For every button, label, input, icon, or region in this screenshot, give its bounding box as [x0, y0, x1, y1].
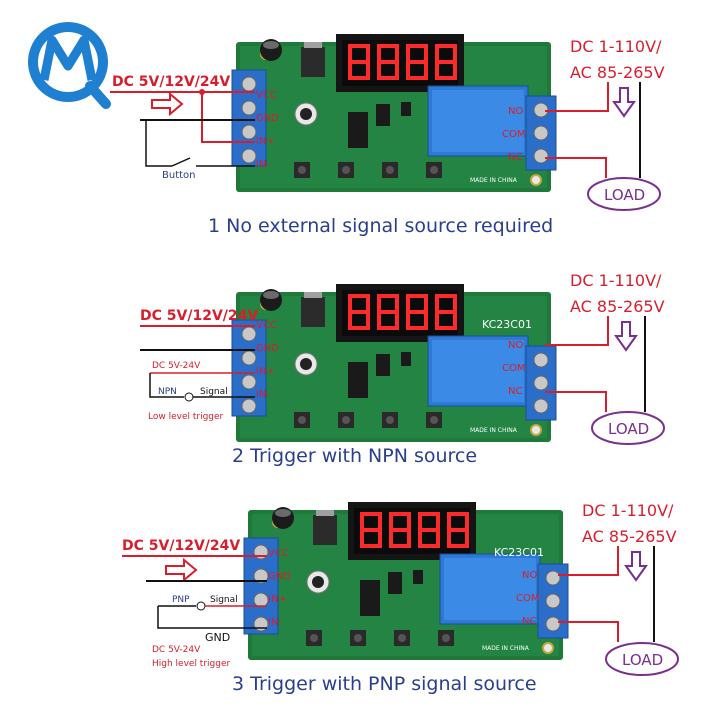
pin-no-label: NO: [522, 570, 537, 581]
down-arrow-icon: [614, 321, 638, 352]
trigger-note: High level trigger: [152, 659, 231, 669]
caption-2: 2 Trigger with NPN source: [232, 445, 477, 467]
board-model: KC23C01: [494, 546, 544, 559]
supply-line1: DC 1-110V/: [570, 37, 662, 56]
load-ellipse: [591, 411, 665, 445]
power-label: DC 5V/12V/24V: [122, 538, 240, 554]
pin-nc-label: NC: [508, 386, 522, 397]
board-brand: eletechsup: [432, 442, 492, 455]
power-arrow-icon: [165, 557, 198, 583]
panel-3: eletechsup MADE IN CHINA KC23C01 VCC GND…: [122, 500, 679, 695]
supply-note: DC 5V-24V: [152, 361, 201, 371]
pnp-source-icon: [196, 601, 206, 611]
load-label: LOAD: [608, 420, 649, 438]
signal-label: Signal: [200, 387, 228, 397]
pin-gnd-label: GND: [256, 343, 279, 354]
load-label: LOAD: [622, 651, 663, 669]
pin-no-label: NO: [508, 106, 523, 117]
supply-line2: AC 85-265V: [582, 527, 677, 546]
supply-line1: DC 1-110V/: [570, 271, 662, 290]
pin-in-minus-label: IN-: [256, 159, 270, 170]
pin-no-label: NO: [508, 340, 523, 351]
board-brand: eletechsup: [444, 660, 504, 673]
relay-board: [242, 500, 570, 662]
power-label: DC 5V/12V/24V: [140, 308, 258, 324]
source-type: NPN: [158, 387, 177, 397]
pin-in-minus-label: IN-: [268, 617, 282, 628]
supply-note: DC 5V-24V: [152, 645, 201, 655]
pin-in-plus-label: IN+: [268, 594, 287, 605]
down-arrow-icon: [624, 551, 648, 582]
power-arrow-icon: [151, 91, 184, 117]
pin-com-label: COM: [516, 593, 539, 604]
board-brand: eletechsup: [432, 192, 492, 205]
trigger-note: Low level trigger: [148, 412, 224, 422]
supply-line2: AC 85-265V: [570, 297, 665, 316]
pin-com-label: COM: [502, 363, 525, 374]
pin-in-plus-label: IN+: [256, 136, 275, 147]
load-label: LOAD: [604, 186, 645, 204]
pin-in-minus-label: IN-: [256, 389, 270, 400]
caption-1: 1 No external signal source required: [208, 215, 553, 237]
pin-vcc-label: VCC: [268, 548, 289, 559]
pin-vcc-label: VCC: [256, 320, 277, 331]
signal-label: Signal: [210, 595, 238, 605]
pin-nc-label: NC: [508, 152, 522, 163]
pin-gnd-label: GND: [268, 571, 291, 582]
mq-logo-icon: [28, 22, 111, 109]
board-made-in: MADE IN CHINA: [482, 645, 530, 652]
pin-gnd-label: GND: [256, 113, 279, 124]
panel-1: eletechsup MADE IN CHINA VCC GND IN+ IN-…: [110, 32, 665, 237]
pin-com-label: COM: [502, 129, 525, 140]
supply-line2: AC 85-265V: [570, 63, 665, 82]
pin-vcc-label: VCC: [256, 90, 277, 101]
board-model: KC23C01: [482, 318, 532, 331]
down-arrow-icon: [612, 87, 636, 118]
board-made-in: MADE IN CHINA: [470, 177, 518, 184]
pin-in-plus-label: IN+: [256, 366, 275, 377]
board-made-in: MADE IN CHINA: [470, 427, 518, 434]
button-label: Button: [162, 170, 196, 181]
pin-nc-label: NC: [522, 616, 536, 627]
load-ellipse: [587, 177, 661, 211]
supply-line1: DC 1-110V/: [582, 501, 674, 520]
panel-2: eletechsup MADE IN CHINA KC23C01 VCC GND…: [140, 271, 665, 467]
power-label: DC 5V/12V/24V: [112, 74, 230, 90]
npn-source-icon: [184, 392, 194, 402]
caption-3: 3 Trigger with PNP signal source: [232, 673, 537, 695]
gnd-label: GND: [205, 631, 230, 644]
source-type: PNP: [172, 595, 190, 605]
load-ellipse: [605, 642, 679, 676]
